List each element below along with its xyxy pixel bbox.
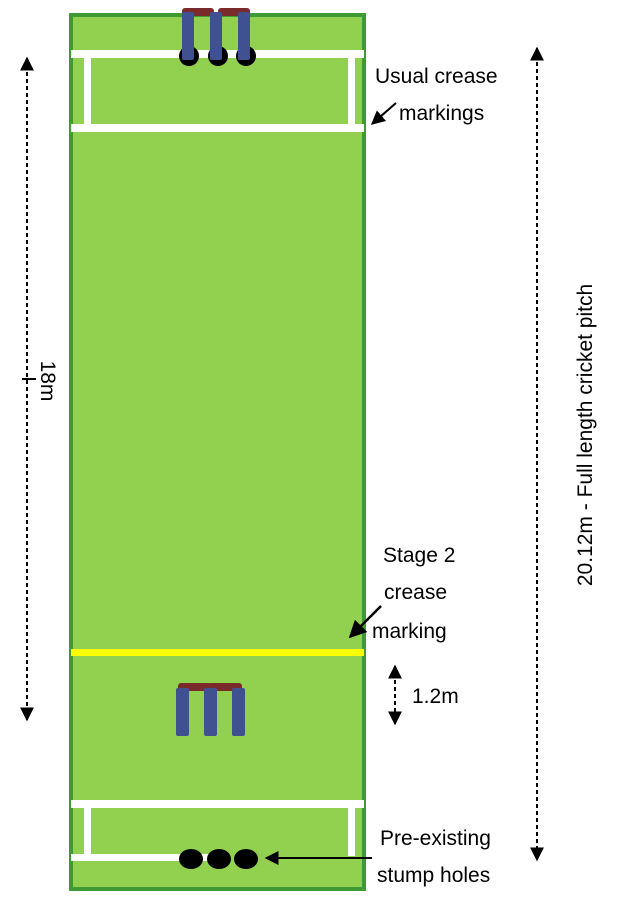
holes-label-line2: stump holes: [377, 864, 490, 887]
stage2-arrow: [348, 605, 382, 639]
top-wicket-icon: [179, 8, 256, 66]
left-dimension-label-strike: [22, 378, 36, 380]
usual-crease-arrow: [370, 102, 397, 125]
full-length-label: 20.12m - Full length cricket pitch: [574, 284, 597, 586]
bottom-crease-markings: [71, 800, 364, 861]
stage2-label-line1: Stage 2: [383, 544, 455, 567]
gap-label: 1.2m: [412, 685, 459, 708]
stage2-wicket-icon: [176, 683, 245, 736]
pitch: [69, 13, 366, 891]
holes-label-line1: Pre-existing: [380, 827, 491, 850]
left-dimension-label: 18m: [36, 361, 59, 402]
stage2-label-line2: crease: [384, 581, 447, 604]
stage2-label-line3: marking: [372, 620, 447, 643]
usual-crease-label-line2: markings: [399, 102, 484, 125]
stump-holes-icon: [179, 849, 258, 869]
stage2-crease-line: [71, 649, 364, 656]
usual-crease-label-line1: Usual crease: [375, 65, 498, 88]
